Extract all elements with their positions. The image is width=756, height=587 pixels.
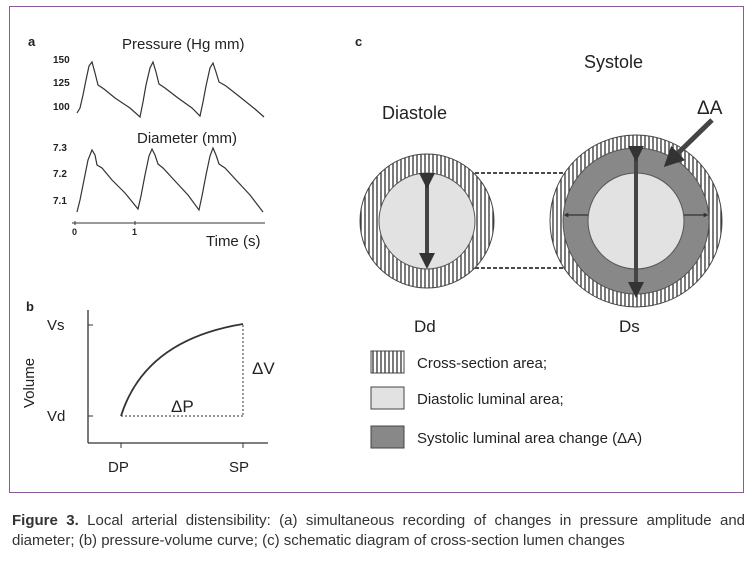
diameter-tick-7-3: 7.3 (53, 143, 67, 154)
pv-curve (120, 323, 244, 417)
legend-swatch-diastolic (370, 386, 405, 410)
panel-b-label: b (26, 299, 34, 314)
vd-label: Vd (47, 408, 65, 425)
legend-text-cross-section: Cross-section area; (417, 355, 547, 372)
figure-graphic: a Pressure (Hg mm) 150 125 100 Diameter … (21, 34, 723, 476)
caption-lead: Figure 3. (12, 512, 79, 529)
delta-v-label: ΔV (252, 359, 275, 378)
pressure-trace (76, 60, 265, 119)
time-title: Time (s) (206, 233, 260, 250)
time-tick-0: 0 (72, 227, 77, 237)
figure-caption: Figure 3. Local arterial distensibility:… (12, 511, 745, 550)
sp-label: SP (229, 459, 249, 476)
delta-a-label: ΔA (697, 98, 723, 119)
legend-text-systolic: Systolic luminal area change (ΔA) (417, 430, 642, 447)
dd-label: Dd (414, 317, 436, 336)
diastole-title: Diastole (382, 103, 447, 123)
time-tick-1: 1 (132, 227, 137, 237)
diameter-trace (76, 146, 264, 213)
volume-axis-title: Volume (21, 358, 38, 408)
diameter-title: Diameter (mm) (137, 130, 237, 147)
panel-c-label: c (355, 34, 362, 49)
dp-label: DP (108, 459, 129, 476)
panel-a-label: a (28, 34, 36, 49)
pressure-tick-150: 150 (53, 55, 70, 66)
diameter-tick-7-2: 7.2 (53, 169, 67, 180)
vs-label: Vs (47, 317, 65, 334)
legend-swatch-cross-section (370, 350, 405, 374)
legend-swatch-systolic (370, 425, 405, 449)
legend-text-diastolic: Diastolic luminal area; (417, 391, 564, 408)
pressure-tick-125: 125 (53, 78, 70, 89)
diameter-tick-7-1: 7.1 (53, 196, 67, 207)
delta-a-arrow (663, 118, 714, 167)
caption-text: Local arterial distensibility: (a) simul… (12, 512, 746, 549)
pressure-tick-100: 100 (53, 102, 70, 113)
delta-p-label: ΔP (171, 397, 194, 416)
pressure-title: Pressure (Hg mm) (122, 36, 245, 53)
systole-title: Systole (584, 52, 643, 72)
ds-label: Ds (619, 317, 640, 336)
